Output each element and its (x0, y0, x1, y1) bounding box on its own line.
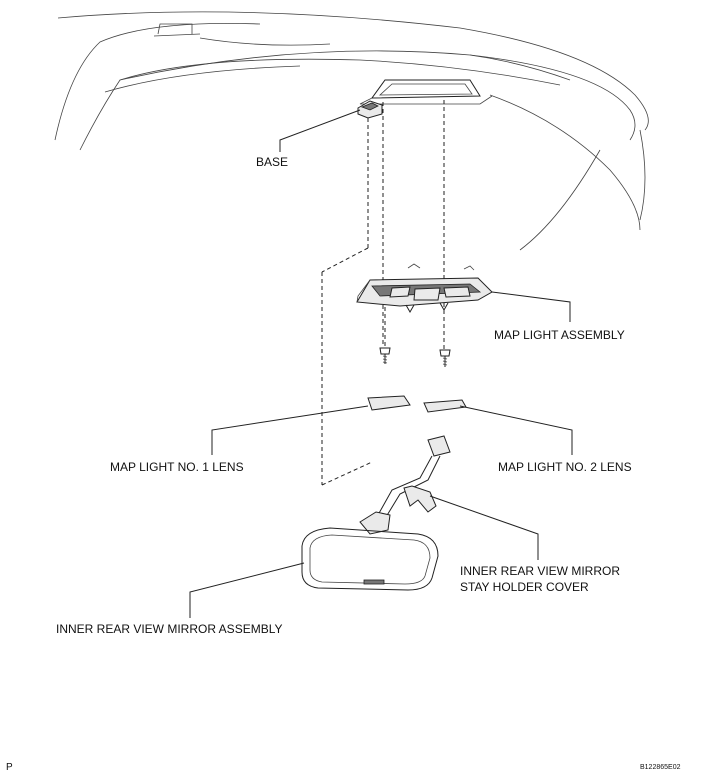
wire-harness (377, 435, 451, 518)
base-label: BASE (256, 155, 289, 169)
stay-holder-cover-part (403, 485, 437, 513)
page-marker: P (6, 762, 13, 773)
stay-cover-label-line1: INNER REAR VIEW MIRROR (460, 564, 621, 578)
map-light-assembly-part (356, 263, 493, 314)
map-light-no2-lens-label: MAP LIGHT NO. 2 LENS (498, 460, 632, 474)
mirror-assembly-part (301, 511, 439, 591)
map-light-assembly-label: MAP LIGHT ASSEMBLY (494, 328, 625, 342)
map-light-no1-lens-label: MAP LIGHT NO. 1 LENS (110, 460, 244, 474)
lens-parts (367, 395, 467, 413)
base-part (357, 100, 383, 119)
alignment-lines (321, 100, 445, 486)
figure-code: B122865E02 (640, 764, 681, 771)
screws (379, 347, 451, 367)
leader-lines (189, 109, 573, 618)
roof-headliner (54, 11, 649, 251)
stay-cover-label-line2: STAY HOLDER COVER (460, 580, 589, 594)
mirror-assembly-label: INNER REAR VIEW MIRROR ASSEMBLY (56, 622, 283, 636)
